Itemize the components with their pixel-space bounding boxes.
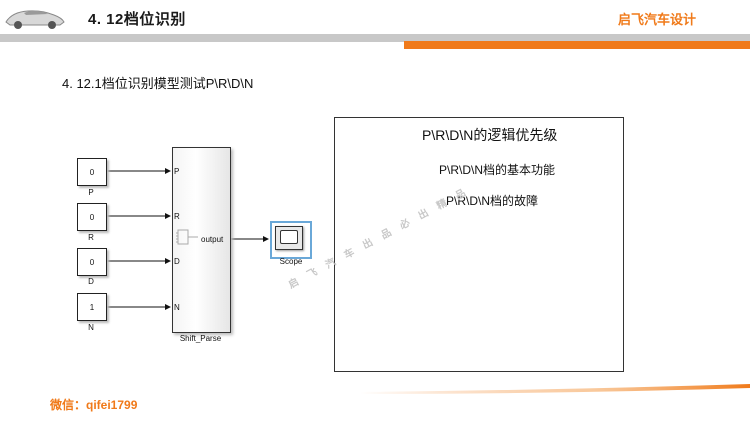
constant-label-p: P	[77, 188, 105, 197]
subsystem-label: Shift_Parse	[172, 334, 229, 343]
scope-screen-icon	[280, 230, 298, 244]
constant-value: 0	[90, 213, 94, 222]
constant-value: 0	[90, 258, 94, 267]
input-port-r: R	[174, 212, 180, 221]
constant-value: 0	[90, 168, 94, 177]
constant-label-d: D	[77, 277, 105, 286]
constant-label-n: N	[77, 323, 105, 332]
constant-block-d[interactable]: 0	[77, 248, 107, 276]
info-line-priority: P\R\D\N的逻辑优先级	[422, 125, 557, 145]
input-port-p: P	[174, 167, 179, 176]
info-line-function: P\R\D\N档的基本功能	[439, 161, 555, 178]
subsystem-mask-icon	[176, 227, 200, 249]
input-port-d: D	[174, 257, 180, 266]
input-port-n: N	[174, 303, 180, 312]
constant-block-r[interactable]: 0	[77, 203, 107, 231]
scope-label: Scope	[270, 257, 312, 266]
footer-accent-sweep	[360, 384, 750, 394]
constant-label-r: R	[77, 233, 105, 242]
constant-value: 1	[90, 303, 94, 312]
output-port: output	[201, 235, 223, 244]
wechat-contact: 微信：qifei1799	[50, 396, 137, 413]
constant-block-p[interactable]: 0	[77, 158, 107, 186]
constant-block-n[interactable]: 1	[77, 293, 107, 321]
